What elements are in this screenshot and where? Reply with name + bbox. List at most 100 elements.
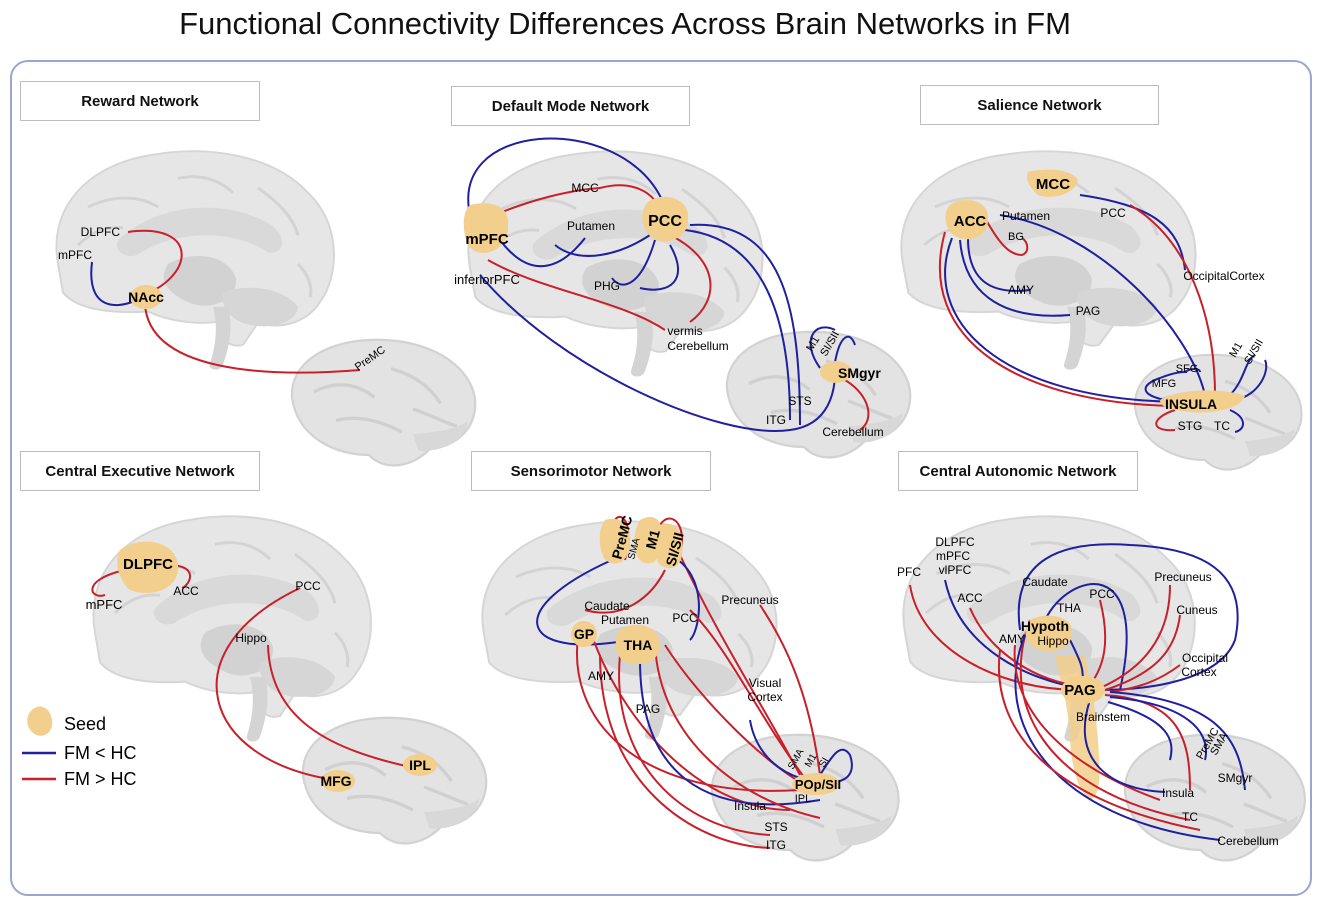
dmn-label-inferiorpfc: inferiorPFC (454, 272, 520, 287)
smn-link-tha-ipl (654, 644, 821, 819)
salience-label-tc: TC (1214, 419, 1230, 433)
cen-label-acc: ACC (173, 584, 199, 598)
dmn-panel: mPFC PCC SMgyr MCC Putamen inferiorPFC P… (454, 137, 912, 460)
can-link-pag-premc-2 (1107, 701, 1173, 761)
figure-frame (10, 60, 1312, 896)
smn-link-premc-tha (536, 559, 631, 646)
smn-seed-tha-label: THA (624, 637, 653, 653)
can-label-cuneus: Cuneus (1176, 603, 1217, 617)
cen-label-mpfc: mPFC (86, 597, 123, 612)
can-label-occipital: Occipital (1182, 651, 1228, 665)
can-seed-hypoth (1025, 615, 1073, 651)
smn-seed-pop-sii (792, 773, 840, 795)
smn-seed-tha (615, 625, 660, 665)
can-label-pcc: PCC (1089, 587, 1115, 601)
smn-label-caudate: Caudate (584, 599, 630, 613)
can-link-occipital (1109, 664, 1181, 693)
dmn-seed-mpfc (463, 203, 509, 253)
can-link-amy-tc (998, 649, 1201, 831)
reward-label-mpfc: mPFC (58, 248, 92, 262)
salience-link-insula-mfg (1144, 371, 1188, 401)
can-label-tc: TC (1182, 810, 1198, 824)
reward-network-panel: NAcc DLPFC mPFC PreMC (54, 149, 477, 468)
salience-seed-insula (1160, 390, 1245, 413)
cen-seed-ipl (403, 754, 437, 776)
salience-link-insula-stg (1155, 409, 1176, 432)
dmn-link-smgyr-cerebellum (844, 379, 870, 431)
dmn-link-smgyr-si (834, 335, 856, 363)
smn-link-gp-pop (575, 624, 801, 792)
salience-link-acc-bg (984, 217, 1029, 257)
dmn-link-mpfc-mcc (494, 187, 601, 216)
smn-link-pop-si (819, 748, 853, 783)
can-label-hippo: Hippo (1037, 634, 1069, 648)
reward-label-dlpfc: DLPFC (81, 225, 121, 239)
salience-label-putamen: Putamen (1002, 209, 1050, 223)
smn-label-sts: STS (764, 820, 787, 834)
dmn-label-vermis: vermis (667, 324, 702, 338)
salience-seed-acc (945, 200, 989, 240)
smn-label-putamen: Putamen (601, 613, 649, 627)
dmn-seed-pcc (642, 196, 689, 242)
smn-seed-pop-sii-label: POp/SII (795, 777, 841, 792)
cen-panel-title: Central Executive Network (20, 451, 260, 491)
cen-seed-dlpfc-label: DLPFC (123, 556, 173, 573)
legend-red-label: FM > HC (64, 769, 137, 789)
smn-label-sma: SMA (626, 537, 642, 561)
smn-label-visual: Visual (749, 676, 781, 690)
smn-label-pag: PAG (636, 702, 660, 716)
salience-link-mcc-occipital (1079, 194, 1186, 271)
salience-link-acc-pag (959, 239, 1071, 317)
can-seed-hypoth-label: Hypoth (1021, 618, 1069, 634)
can-label-insula: Insula (1162, 786, 1194, 800)
cen-label-hippo: Hippo (235, 631, 267, 645)
salience-seed-mcc (1027, 169, 1078, 197)
smn-link-si-tha (669, 554, 700, 641)
salience-link-insula-tc (1229, 409, 1244, 433)
dmn-label-sts: STS (788, 394, 811, 408)
dmn-link-pcc-phg-2 (639, 244, 680, 291)
can-label-vlpfc: vlPFC (939, 563, 972, 577)
reward-link-nacc-premc (144, 304, 361, 374)
salience-seed-acc-label: ACC (954, 213, 987, 230)
dmn-link-mpfc-pcc-arc (467, 137, 663, 223)
reward-panel-title: Reward Network (20, 81, 260, 121)
can-label-pfc: PFC (897, 565, 921, 579)
can-label-tha: THA (1057, 601, 1081, 615)
smn-seed-gp (571, 621, 597, 647)
dmn-link-mpfc-putamen (499, 237, 586, 267)
dmn-link-mpfc-cerebellum (487, 259, 666, 331)
legend: Seed FM < HC FM > HC (22, 706, 137, 789)
smn-label-itg: ITG (766, 838, 786, 852)
can-link-pag-smgyr (1109, 691, 1246, 791)
cen-link-hippo-ipl (267, 644, 416, 769)
salience-seed-insula-label: INSULA (1165, 396, 1217, 412)
dmn-link-pcc-putamen (554, 234, 651, 257)
salience-label-occipitalcortex: OccipitalCortex (1183, 269, 1264, 283)
smn-seed-premc (599, 518, 631, 564)
can-label-cortex: Cortex (1181, 665, 1216, 679)
smn-seed-m1-label: M1 (642, 528, 663, 551)
salience-label-bg: BG (1008, 231, 1024, 243)
can-label-cerebellum: Cerebellum (1217, 834, 1278, 848)
legend-seed-label: Seed (64, 714, 106, 734)
cen-seed-ipl-label: IPL (409, 757, 431, 773)
smn-label-amy: AMY (588, 669, 614, 683)
salience-label-sfg: SFG (1176, 363, 1199, 375)
can-link-precuneus (1099, 584, 1171, 689)
salience-label-si-sii: SI/SII (1242, 337, 1266, 366)
dmn-panel-title: Default Mode Network (451, 86, 690, 126)
can-label-amy: AMY (999, 632, 1025, 646)
dmn-seed-pcc-label: PCC (648, 213, 682, 230)
cen-seed-dlpfc (117, 541, 179, 593)
salience-brain-lateral (1133, 353, 1304, 472)
dmn-link-smgyr-m1 (809, 326, 836, 369)
smn-link-precuneus-pop (759, 604, 821, 776)
reward-brain-sagittal (54, 149, 336, 372)
can-seed-pag-label: PAG (1064, 682, 1095, 699)
salience-link-pcc-insula (1129, 204, 1216, 396)
smn-seed-m1 (634, 517, 663, 564)
dmn-seed-smgyr (820, 361, 852, 383)
smn-link-pcc-pop (689, 609, 811, 786)
can-label-acc: ACC (957, 591, 983, 605)
